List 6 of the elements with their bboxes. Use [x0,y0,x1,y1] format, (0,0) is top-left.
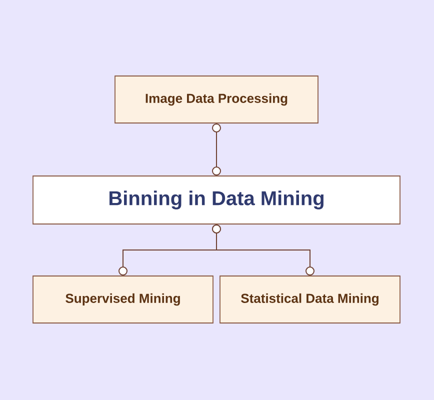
connector [212,224,314,276]
main-topic-box: Binning in Data Mining [32,176,400,224]
topic-box: Statistical Data Mining [220,276,400,324]
topic-box: Supervised Mining [32,276,214,324]
topic-box: Image Data Processing [114,76,318,124]
connector [212,123,221,176]
